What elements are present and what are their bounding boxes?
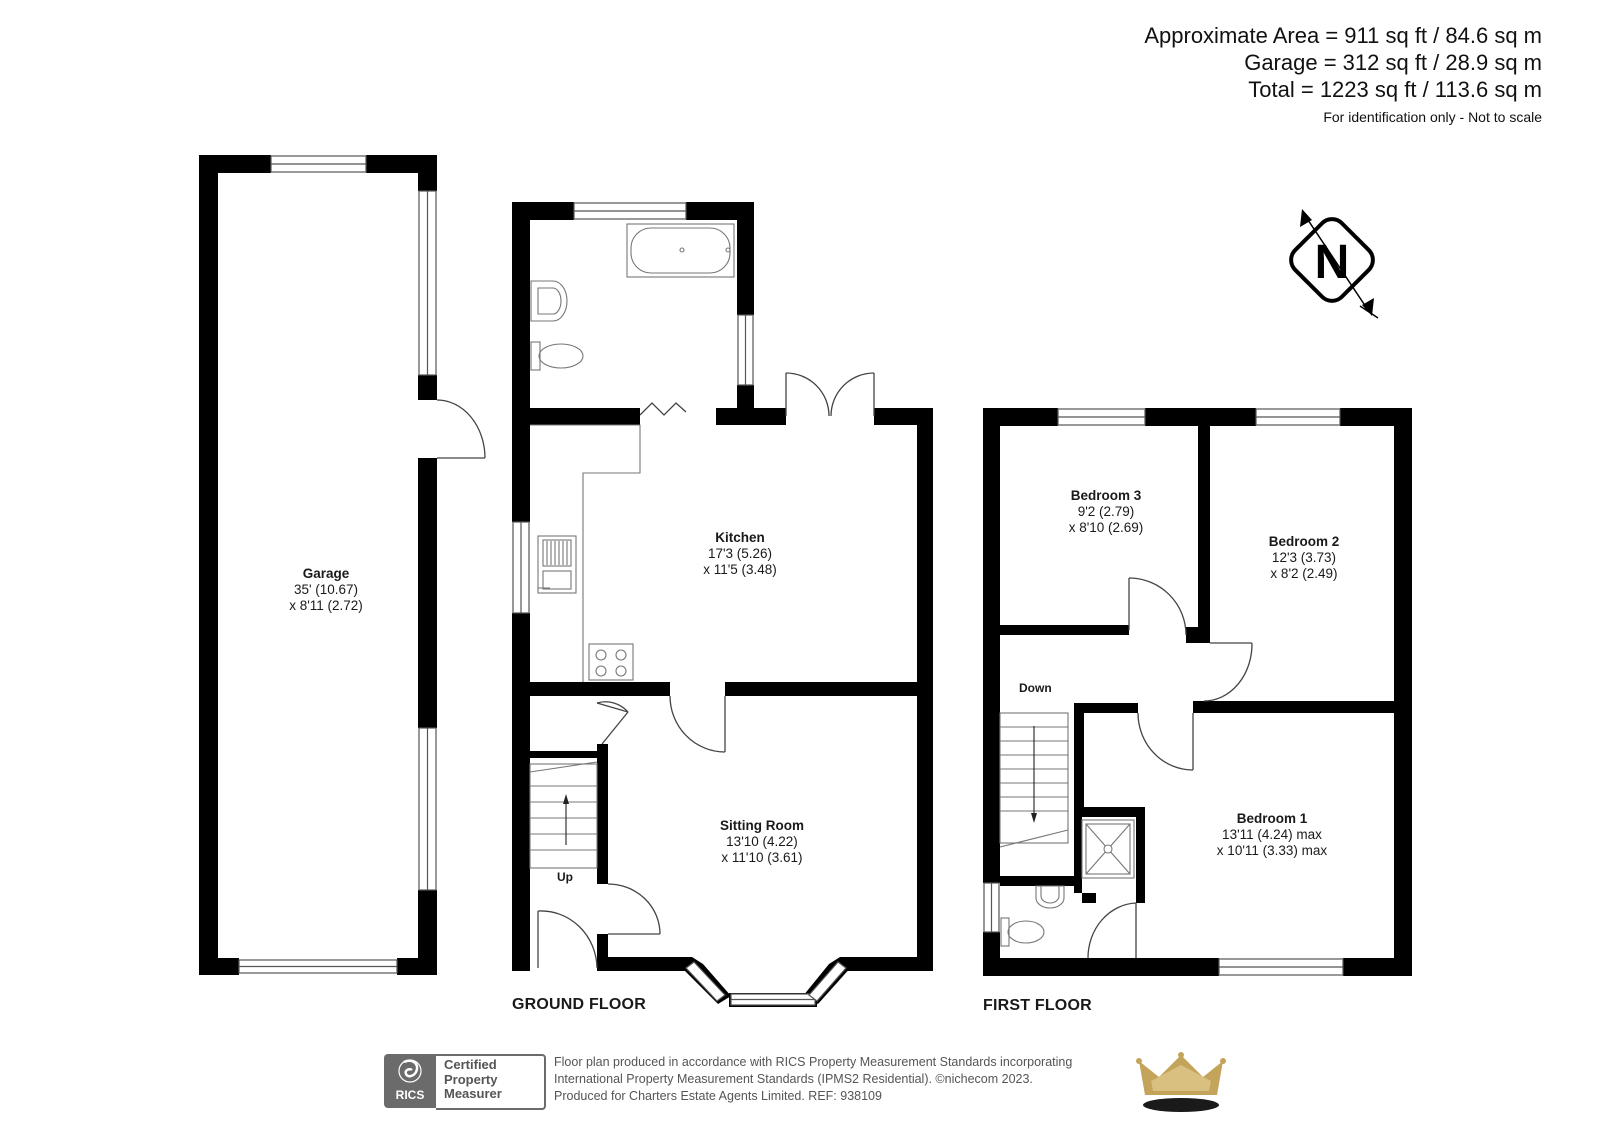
room-sitting-name: Sitting Room bbox=[720, 818, 804, 833]
room-bedroom2-name: Bedroom 2 bbox=[1268, 534, 1340, 549]
room-garage-name: Garage bbox=[302, 566, 350, 581]
room-bedroom2: Bedroom 2 12'3 (3.73) x 8'2 (2.49) bbox=[1269, 534, 1340, 582]
stairs-down-arrow-icon bbox=[1031, 813, 1037, 823]
area-garage: Garage = 312 sq ft / 28.9 sq m bbox=[1244, 50, 1542, 75]
room-kitchen-dim2: x 11'5 (3.48) bbox=[703, 562, 777, 577]
ground-floor-doors bbox=[537, 372, 875, 969]
ground-floor-windows bbox=[512, 202, 852, 1007]
room-garage-dim1: 35' (10.67) bbox=[293, 582, 359, 597]
room-bedroom3-name: Bedroom 3 bbox=[1070, 488, 1142, 503]
rics-line-3: Measurer bbox=[444, 1086, 502, 1101]
rics-logo: RICS bbox=[384, 1054, 436, 1108]
ground-floor-label: GROUND FLOOR bbox=[512, 996, 646, 1013]
area-approx: Approximate Area = 911 sq ft / 84.6 sq m bbox=[1144, 23, 1542, 48]
footer-line-3: Produced for Charters Estate Agents Limi… bbox=[554, 1089, 882, 1103]
identification-note: For identification only - Not to scale bbox=[1323, 109, 1542, 125]
room-bedroom1-name: Bedroom 1 bbox=[1236, 811, 1308, 826]
first-floor-walls bbox=[983, 408, 1412, 976]
room-bedroom2-dim2: x 8'2 (2.49) bbox=[1270, 566, 1338, 581]
compass-north-label: N bbox=[1315, 236, 1350, 289]
garage-walls bbox=[199, 155, 437, 975]
first-floor-label: FIRST FLOOR bbox=[983, 997, 1092, 1014]
area-total: Total = 1223 sq ft / 113.6 sq m bbox=[1248, 77, 1542, 102]
rics-short-label: RICS bbox=[395, 1088, 425, 1102]
room-bedroom3-dim2: x 8'10 (2.69) bbox=[1068, 520, 1144, 535]
stairs-up-arrow-icon bbox=[563, 794, 569, 804]
compass-icon bbox=[1289, 209, 1379, 319]
room-bedroom2-dim1: 12'3 (3.73) bbox=[1271, 550, 1337, 565]
room-bedroom1: Bedroom 1 13'11 (4.24) max x 10'11 (3.33… bbox=[1217, 811, 1327, 859]
footer-line-1: Floor plan produced in accordance with R… bbox=[554, 1055, 1073, 1069]
room-garage: Garage 35' (10.67) x 8'11 (2.72) bbox=[289, 566, 363, 614]
room-bedroom1-dim1: 13'11 (4.24) max bbox=[1222, 827, 1322, 842]
room-bedroom3-dim1: 9'2 (2.79) bbox=[1077, 504, 1135, 519]
area-summary: Approximate Area = 911 sq ft / 84.6 sq m… bbox=[1144, 22, 1542, 127]
crown-logo-icon bbox=[1136, 1052, 1226, 1112]
garage-windows bbox=[238, 155, 437, 974]
rics-line-2: Property bbox=[444, 1071, 498, 1087]
room-kitchen-dim1: 17'3 (5.26) bbox=[707, 546, 773, 561]
room-kitchen: Kitchen 17'3 (5.26) x 11'5 (3.48) bbox=[703, 530, 777, 578]
ground-floor-walls bbox=[512, 202, 933, 971]
room-sitting-dim2: x 11'10 (3.61) bbox=[721, 850, 803, 865]
rics-line-1: Certified bbox=[444, 1057, 497, 1072]
room-bedroom1-dim2: x 10'11 (3.33) max bbox=[1216, 843, 1328, 858]
first-floor-doors bbox=[1087, 577, 1253, 959]
garage-door bbox=[436, 399, 486, 459]
room-kitchen-name: Kitchen bbox=[715, 530, 765, 545]
footer-notice: Floor plan produced in accordance with R… bbox=[554, 1054, 1072, 1105]
ground-floor-fixtures bbox=[529, 223, 735, 869]
room-garage-dim2: x 8'11 (2.72) bbox=[289, 598, 363, 613]
first-floor-windows bbox=[983, 408, 1344, 976]
room-bedroom3: Bedroom 3 9'2 (2.79) x 8'10 (2.69) bbox=[1069, 488, 1144, 536]
rics-cert-text: Certified Property Measurer bbox=[436, 1054, 546, 1110]
stairs-up-label: Up bbox=[557, 870, 573, 884]
room-sitting: Sitting Room 13'10 (4.22) x 11'10 (3.61) bbox=[720, 818, 804, 866]
first-floor-fixtures bbox=[999, 712, 1135, 947]
room-sitting-dim1: 13'10 (4.22) bbox=[726, 834, 798, 849]
stairs-down-label: Down bbox=[1019, 681, 1052, 695]
rics-lion-icon bbox=[398, 1059, 422, 1083]
rics-certified-badge: RICS Certified Property Measurer bbox=[384, 1054, 546, 1110]
footer-line-2: International Property Measurement Stand… bbox=[554, 1072, 1033, 1086]
